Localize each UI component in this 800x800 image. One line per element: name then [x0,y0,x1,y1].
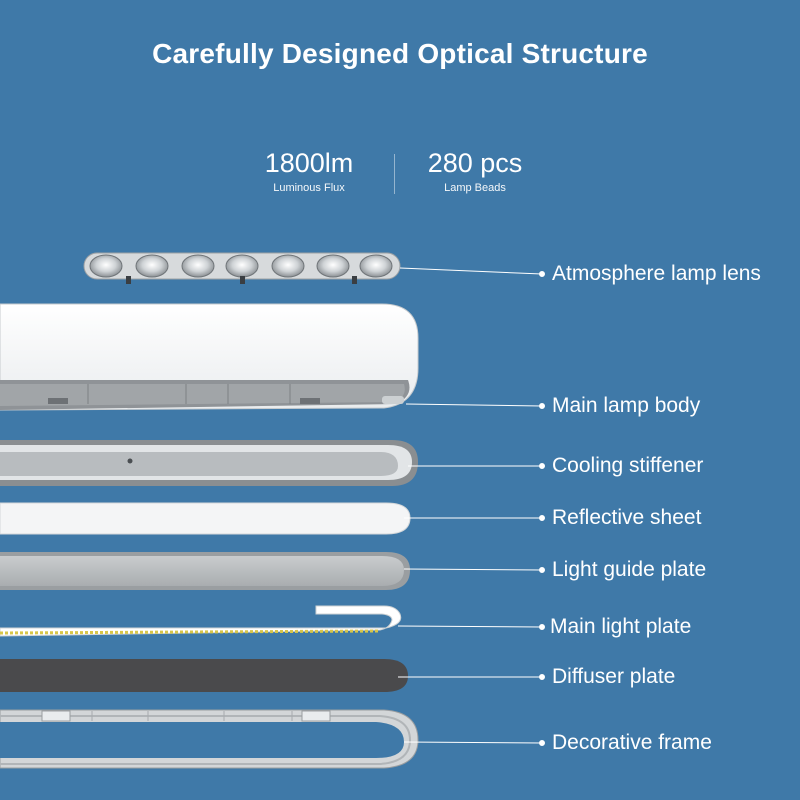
page-title: Carefully Designed Optical Structure [152,38,648,69]
leader-lines [397,267,545,746]
stat-luminous-flux: 1800lm Luminous Flux [258,148,360,194]
diffuser-plate-layer [0,659,408,692]
light-guide-plate-layer [0,552,410,590]
stat-label: Luminous Flux [273,182,345,194]
label-diffuser-plate: Diffuser plate [552,665,676,688]
main-light-plate-layer [0,605,402,637]
label-atmosphere-lamp-lens: Atmosphere lamp lens [552,262,761,285]
label-cooling-stiffener: Cooling stiffener [552,454,704,477]
stat-lamp-beads: 280 pcs Lamp Beads [418,148,532,194]
label-main-light-plate: Main light plate [550,615,692,638]
stat-value: 280 pcs [427,148,523,178]
label-reflective-sheet: Reflective sheet [552,506,702,529]
label-main-lamp-body: Main lamp body [552,394,701,417]
label-decorative-frame: Decorative frame [552,731,712,754]
reflective-sheet-layer [0,502,411,535]
stat-label: Lamp Beads [444,182,506,194]
label-light-guide-plate: Light guide plate [552,558,707,581]
cooling-stiffener-layer [0,440,418,486]
stat-divider [394,154,395,194]
stat-value: 1800lm [264,148,354,178]
atmosphere-lamp-lens-layer [83,252,401,284]
main-lamp-body-layer [0,303,419,411]
decorative-frame-layer [0,709,419,769]
